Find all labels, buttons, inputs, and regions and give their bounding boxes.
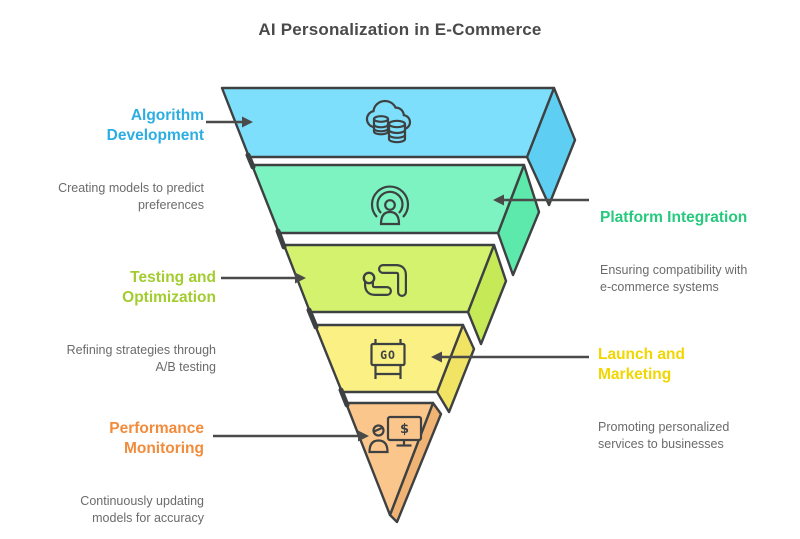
stage-2-description: Ensuring compatibility with e-commerce s… — [600, 263, 748, 295]
revenue-monitor-icon: $ — [368, 415, 423, 454]
arrowhead-stage-1 — [242, 116, 253, 128]
stage-1-label: Algorithm Development — [106, 107, 204, 145]
arrowhead-stage-5 — [358, 430, 369, 442]
arrowhead-stage-2 — [493, 194, 504, 206]
cloud-database-icon — [365, 99, 412, 144]
stage-1-label-block: Algorithm Development Creating models to… — [28, 88, 204, 232]
diagram-title: AI Personalization in E-Commerce — [258, 20, 542, 39]
connector-lines — [206, 120, 589, 438]
funnel-shape — [220, 86, 577, 524]
tier-gap-notches — [245, 152, 350, 408]
stage-5-label: Performance Monitoring — [109, 420, 204, 458]
stage-4-label-block: Launch and Marketing Promoting personali… — [598, 327, 793, 471]
stage-5-label-block: Performance Monitoring Continuously upda… — [28, 401, 204, 539]
arrowhead-stage-4 — [431, 351, 442, 363]
stage-3-front — [282, 243, 496, 314]
stage-4-label: Launch and Marketing — [598, 346, 685, 384]
funnel-icons: GO $ — [362, 99, 423, 454]
stage-4-description: Promoting personalized services to busin… — [598, 420, 730, 452]
broadcast-user-icon — [370, 185, 410, 226]
go-sign-icon: GO — [370, 339, 406, 379]
go-sign-text: GO — [380, 348, 396, 362]
stage-2-label: Platform Integration — [600, 209, 748, 226]
flow-arrows-icon — [362, 264, 407, 297]
stage-2-front — [250, 163, 526, 235]
dollar-sign-text: $ — [400, 422, 409, 437]
stage-2-label-block: Platform Integration Ensuring compatibil… — [600, 190, 795, 314]
stage-3-label: Testing and Optimization — [122, 269, 216, 307]
connector-arrowheads — [242, 116, 504, 442]
stage-3-label-block: Testing and Optimization Refining strate… — [40, 250, 216, 394]
arrowhead-stage-3 — [295, 272, 306, 284]
stage-5-description: Continuously updating models for accurac… — [80, 494, 204, 526]
stage-1-description: Creating models to predict preferences — [58, 181, 204, 213]
stage-3-description: Refining strategies through A/B testing — [66, 343, 216, 375]
